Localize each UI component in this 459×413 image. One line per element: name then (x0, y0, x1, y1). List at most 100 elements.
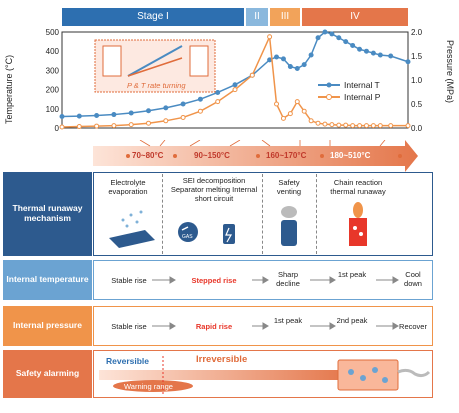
series-point-p (287, 111, 293, 117)
series-point-p (163, 118, 169, 124)
mechanism-header: Thermal runaway mechanism (3, 172, 92, 256)
series-point-t (350, 42, 356, 48)
legend-label-p: Internal P (344, 92, 381, 102)
legend-marker-t (326, 82, 332, 88)
mechanism-text-2: SEI decomposition Separator melting Inte… (170, 176, 258, 203)
left-tick-label: 300 (46, 66, 60, 75)
inset-cell-right (189, 45, 209, 77)
series-point-t (163, 105, 169, 111)
right-tick-label: 1.5 (411, 52, 423, 61)
stage-1-label: Stage I (137, 11, 169, 22)
series-point-t (377, 52, 383, 58)
series-point-p (357, 123, 363, 129)
internal-pressure-header: Internal pressure (3, 306, 92, 346)
series-point-t (197, 96, 203, 102)
arrow-dots (126, 154, 402, 158)
it-stepped-rise: Stepped rise (191, 276, 237, 285)
series-point-p (315, 120, 321, 126)
series-point-p (59, 124, 65, 130)
right-tick-label: 0.0 (411, 124, 423, 133)
series-point-p (370, 123, 376, 129)
series-point-t (294, 65, 300, 71)
stage-4-label: IV (350, 11, 360, 22)
stage-1-bar: Stage I (62, 8, 244, 26)
left-tick-label: 0 (55, 124, 60, 133)
stage-2-bar: II (246, 8, 268, 26)
it-stable-rise: Stable rise (111, 276, 147, 285)
series-point-t (76, 113, 82, 119)
series-point-t (357, 46, 363, 52)
it-cool-down: Cool down (404, 270, 422, 288)
series-point-p (111, 123, 117, 129)
series-point-p (377, 123, 383, 129)
series-point-p (180, 114, 186, 120)
inset-plot (127, 45, 183, 77)
right-tick-label: 2.0 (411, 28, 423, 37)
series-point-p (232, 87, 238, 93)
evaporation-icon (109, 210, 155, 248)
series-point-p (94, 123, 100, 129)
it-first-peak: 1st peak (337, 270, 367, 279)
right-tick-label: 1.0 (411, 76, 423, 85)
internal-temperature-header: Internal temperature (3, 260, 92, 300)
series-point-p (350, 123, 356, 129)
series-point-t (405, 59, 411, 65)
ip-recover: Recover (399, 322, 427, 331)
mechanism-divider-3 (316, 174, 317, 254)
series-point-p (301, 108, 307, 114)
series-point-p (343, 122, 349, 128)
internal-pressure-box (93, 306, 433, 346)
temperature-arrow-band (93, 140, 418, 172)
right-axis-ticks: 0.0 0.5 1.0 1.5 2.0 (411, 28, 423, 133)
series-point-t (315, 35, 321, 41)
series-point-p (146, 120, 151, 126)
series-point-p (249, 72, 255, 78)
series-point-p (76, 124, 82, 130)
left-tick-label: 100 (46, 105, 60, 114)
chart-series (59, 29, 411, 130)
safety-alarming-header: Safety alarming (3, 350, 92, 398)
plot-frame (61, 31, 409, 129)
stage-3-label: III (280, 11, 290, 22)
series-point-p (274, 101, 280, 107)
stage-3-bar: III (270, 8, 300, 26)
mechanism-icons: GAS (109, 202, 367, 248)
temp-label-4: 180~510°C (330, 151, 371, 160)
right-axis-label: Pressure (MPa) (445, 40, 455, 103)
reversible-label: Reversible (106, 356, 149, 366)
right-tick-label: 0.5 (411, 100, 423, 109)
series-point-t (329, 31, 335, 37)
rate-turning-inset: P & T rate turning (94, 39, 216, 93)
series-point-t (267, 57, 273, 63)
series-point-p (322, 121, 328, 127)
series-point-t (388, 53, 394, 59)
series-point-p (197, 108, 203, 114)
series-point-p (294, 99, 300, 105)
it-sharp-decline: Sharp decline (276, 270, 300, 288)
legend-label-t: Internal T (344, 80, 380, 90)
connector-lines (139, 140, 386, 147)
irreversible-label: Irreversible (196, 354, 248, 365)
series-point-p (280, 115, 286, 121)
series-point-t (111, 112, 117, 118)
series-point-p (388, 123, 394, 129)
temp-label-2: 90~150°C (194, 151, 230, 160)
series-point-t (274, 54, 280, 60)
series-point-t (301, 62, 307, 68)
ip-second-peak: 2nd peak (336, 316, 368, 325)
mechanism-text-4: Chain reaction thermal runaway (330, 178, 386, 196)
smoke-icon (397, 368, 431, 378)
series-point-t (308, 52, 314, 58)
warning-range-label: Warning range (124, 382, 173, 391)
series-point-t (215, 89, 221, 95)
left-tick-label: 500 (46, 28, 60, 37)
legend-marker-p (326, 94, 332, 100)
mechanism-text-3: Safety venting (276, 178, 302, 196)
mechanism-header-text: Thermal runaway mechanism (12, 203, 83, 223)
series-point-t (280, 56, 286, 62)
series-point-p (267, 34, 273, 40)
mechanism-text-1: Electrolyte evaporation (108, 178, 148, 196)
mechanism-divider-2 (262, 174, 263, 254)
